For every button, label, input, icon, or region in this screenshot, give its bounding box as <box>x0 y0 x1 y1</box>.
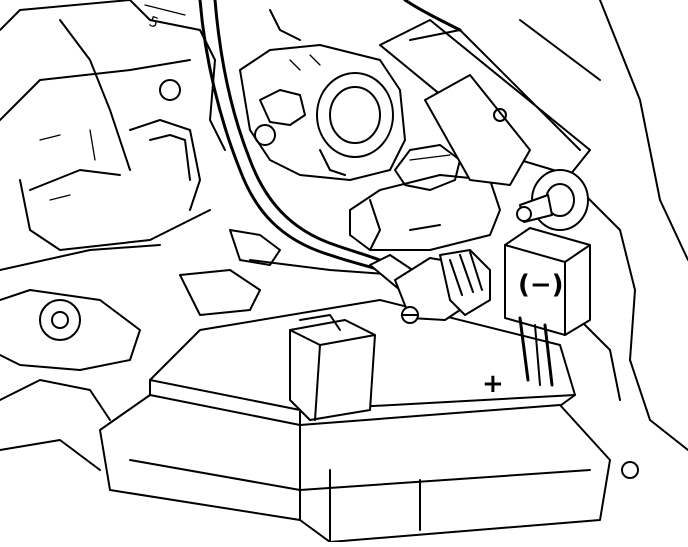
coolant-reservoir <box>349 144 501 251</box>
negative-ground-tag <box>504 227 591 387</box>
cover-marking-text: 5 <box>147 14 161 32</box>
engine-block <box>0 0 211 471</box>
negative-jumper-clamp <box>516 169 589 231</box>
positive-jumper-clamp <box>394 249 491 324</box>
positive-terminal-label: + <box>482 369 504 399</box>
positive-terminal-cover <box>289 314 376 421</box>
jumper-cable-negative <box>379 0 591 186</box>
throttle-body <box>239 9 406 181</box>
battery-bracket <box>179 229 401 316</box>
negative-terminal-label: (−) <box>518 270 564 300</box>
